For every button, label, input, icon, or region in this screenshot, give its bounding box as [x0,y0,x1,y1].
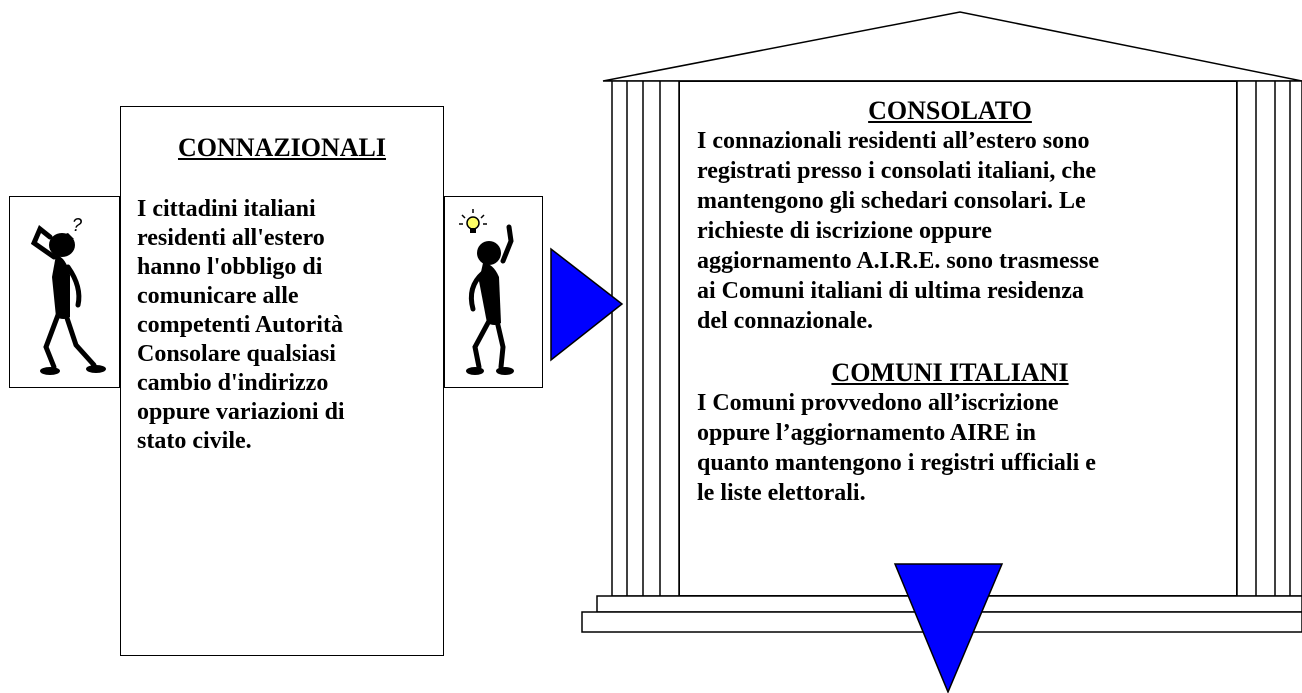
idea-man-panel [444,196,543,388]
confused-man-icon: ? [30,215,106,375]
comuni-title: COMUNI ITALIANI [831,358,1069,387]
connazionali-text: I cittadini italiani residenti all'ester… [137,196,345,454]
building-roof [602,11,1302,82]
connazionali-title: CONNAZIONALI [177,133,387,162]
comuni-text: I Comuni provvedono all’iscrizione oppur… [697,390,1096,506]
svg-text:?: ? [72,215,82,235]
consolato-title: CONSOLATO [868,96,1032,125]
idea-man-icon [459,209,514,375]
consolato-text: I connazionali residenti all’estero sono… [697,128,1099,334]
building-base-upper [596,595,1302,613]
connazionali-box: CONNAZIONALI I cittadini italiani reside… [120,106,444,656]
consolato-box: CONSOLATO I connazionali residenti all’e… [679,81,1237,596]
confused-man-panel: ? [9,196,120,388]
building-base-lower [581,611,1302,633]
